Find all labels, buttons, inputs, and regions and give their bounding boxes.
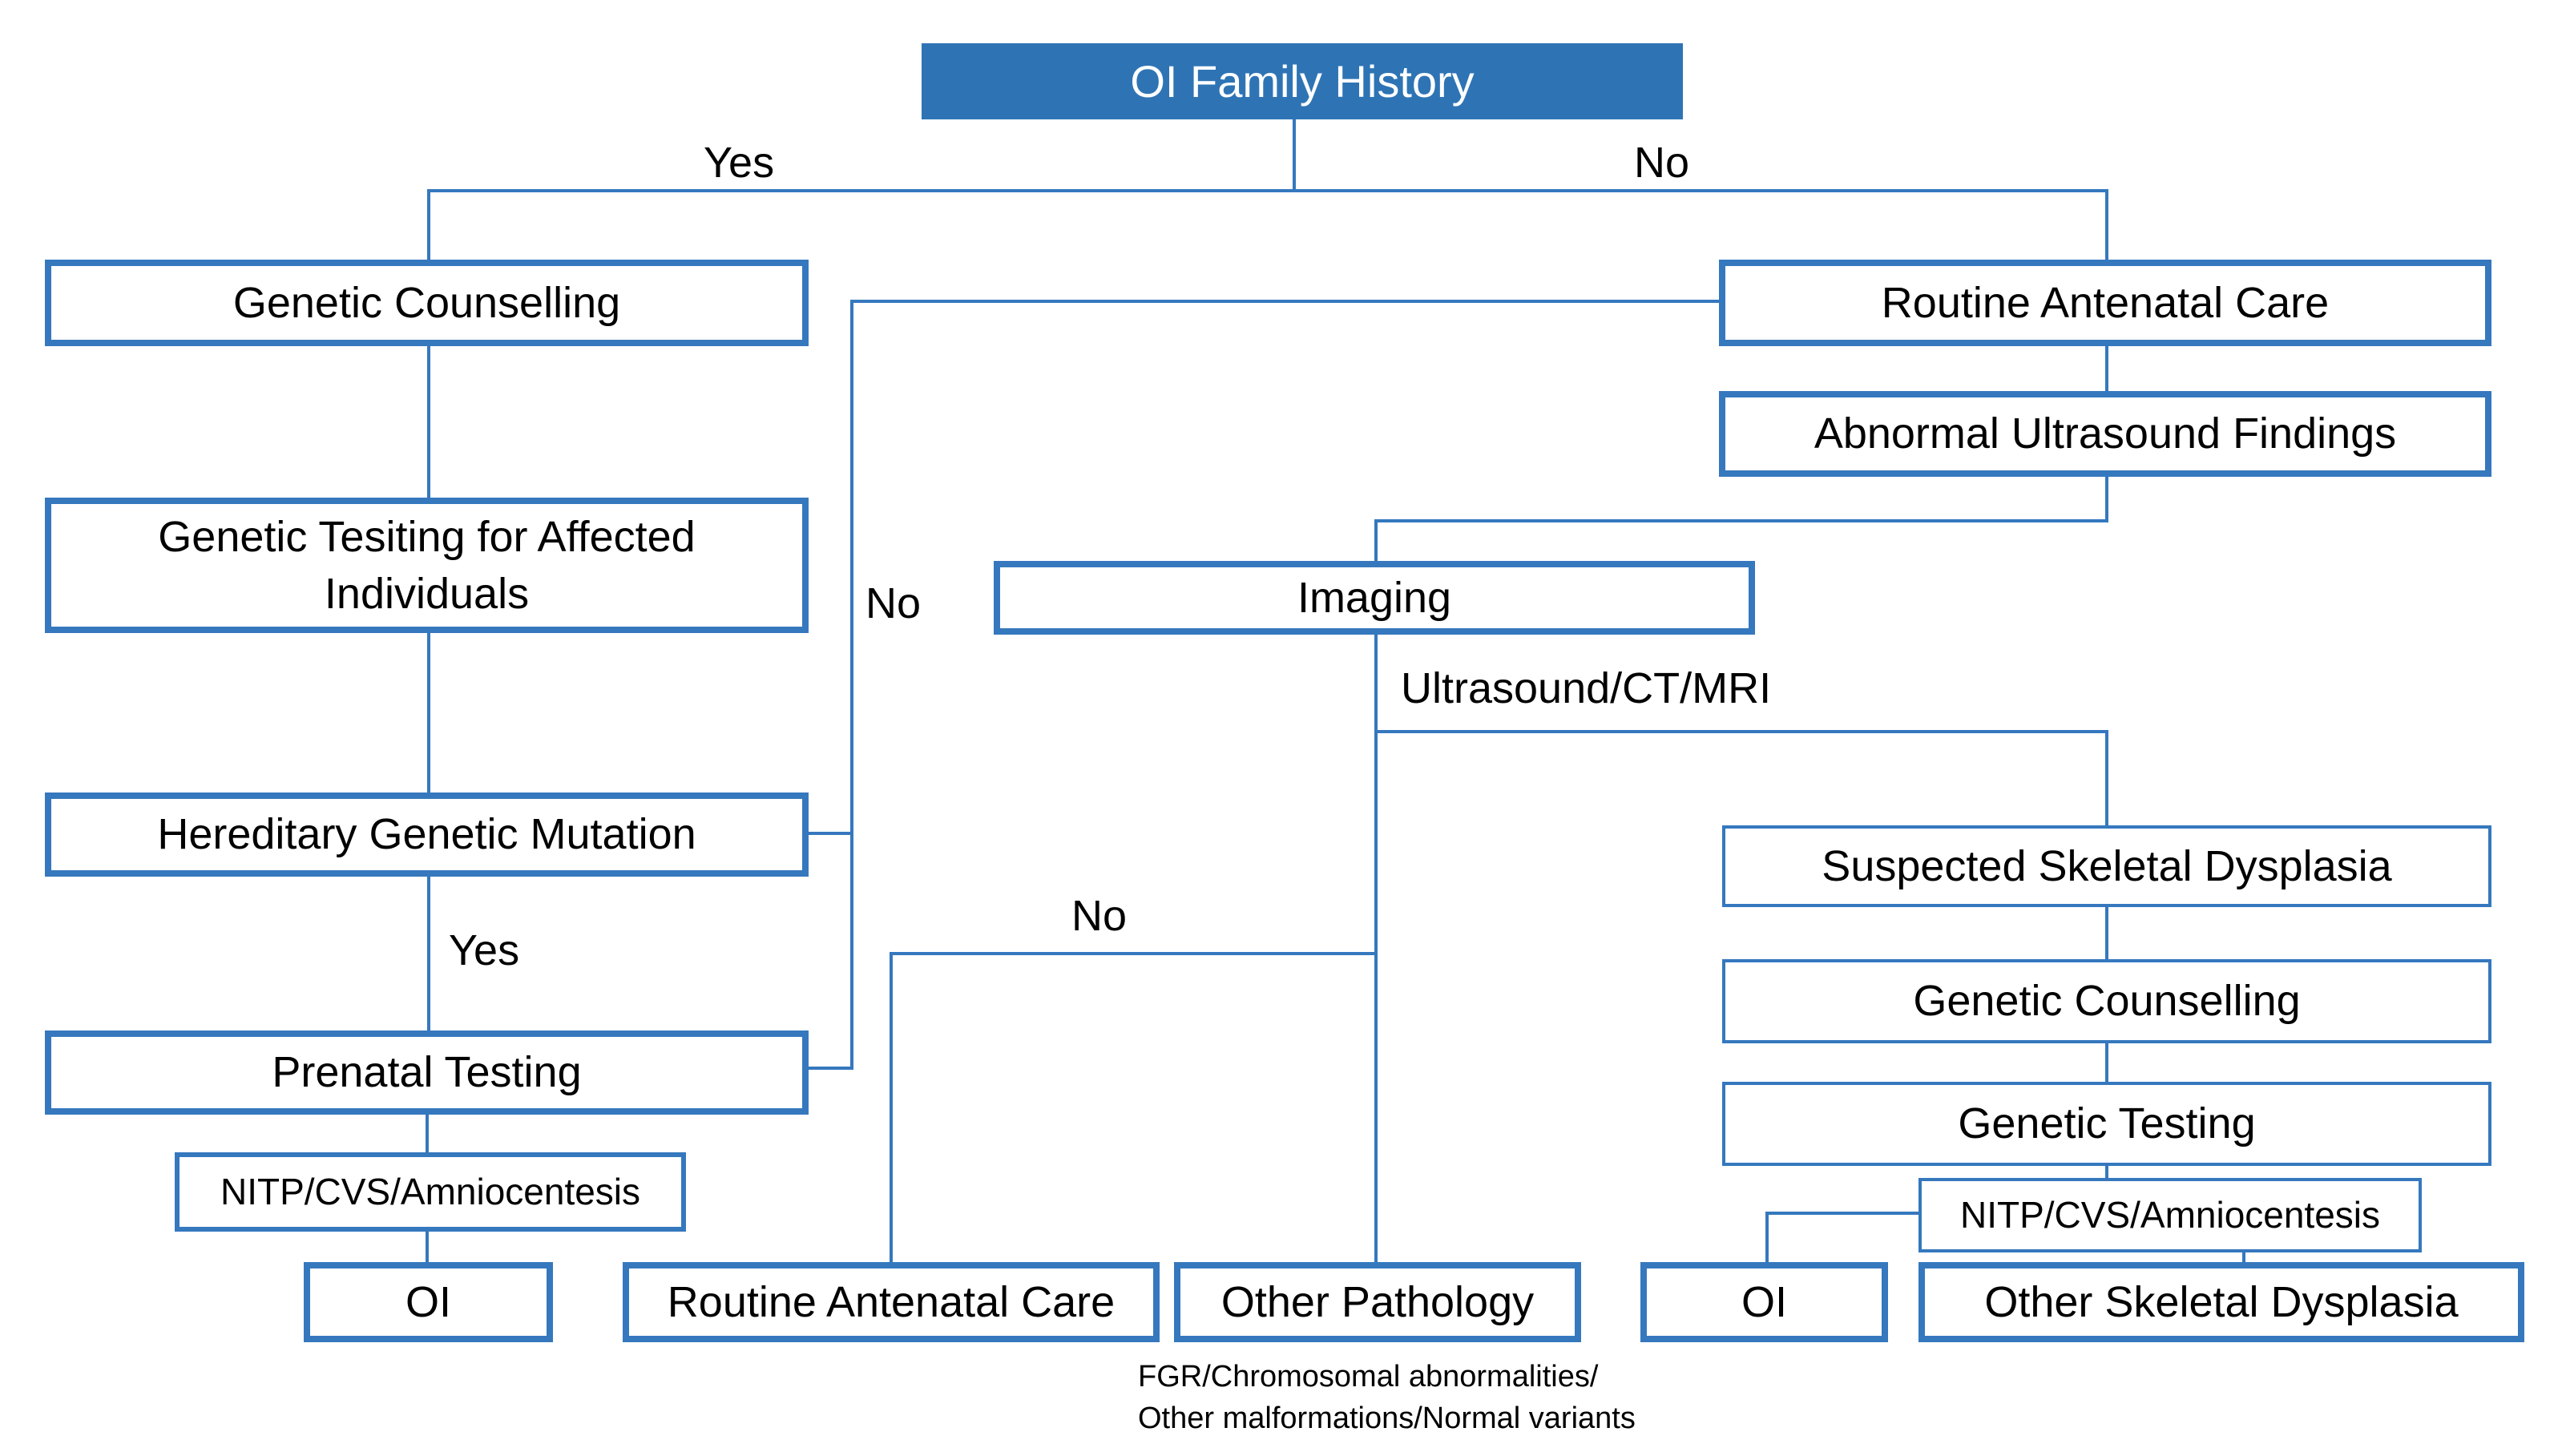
node-oi-left: OI xyxy=(304,1262,553,1342)
connector-rac-left-horizontal xyxy=(850,300,1719,303)
node-imaging: Imaging xyxy=(994,561,1755,635)
connector-ssd-to-gc xyxy=(2105,907,2108,959)
node-other-pathology: Other Pathology xyxy=(1174,1262,1581,1342)
node-hereditary-genetic-mutation: Hereditary Genetic Mutation xyxy=(45,793,809,877)
connector-no-feedback-vertical xyxy=(850,300,853,1070)
connector-auf-to-imaging-horizontal xyxy=(1374,519,2108,522)
connector-imaging-top-stub xyxy=(1374,519,1378,561)
node-oi-family-history: OI Family History xyxy=(922,43,1683,119)
connector-pt-to-nitp xyxy=(426,1115,429,1152)
connector-yes-branch-down xyxy=(427,189,430,260)
node-suspected-skeletal-dysplasia: Suspected Skeletal Dysplasia xyxy=(1722,825,2491,907)
node-genetic-testing-right: Genetic Testing xyxy=(1722,1082,2491,1166)
connector-gt-to-hgm xyxy=(427,633,430,793)
node-nitp-right: NITP/CVS/Amniocentesis xyxy=(1918,1178,2422,1252)
connector-nitp-left-stub xyxy=(1765,1212,1918,1215)
label-yes-top: Yes xyxy=(704,139,775,187)
connector-no-branch-down xyxy=(2105,189,2108,260)
node-other-skeletal-dysplasia: Other Skeletal Dysplasia xyxy=(1918,1262,2524,1342)
connector-no-left-branch xyxy=(890,952,1374,955)
label-no-feedback: No xyxy=(865,579,922,627)
connector-gt-to-nitp-right xyxy=(2105,1166,2108,1178)
connector-to-oi-right xyxy=(1765,1212,1769,1262)
other-pathology-note: FGR/Chromosomal abnormalities/ Other mal… xyxy=(1138,1356,1636,1439)
node-nitp-left: NITP/CVS/Amniocentesis xyxy=(175,1152,686,1232)
label-yes-left: Yes xyxy=(449,926,520,974)
connector-imaging-down xyxy=(1374,635,1378,1262)
other-pathology-note-line2: Other malformations/Normal variants xyxy=(1138,1402,1636,1435)
connector-pt-right-stub xyxy=(809,1067,850,1070)
label-no-center: No xyxy=(1071,892,1128,940)
node-abnormal-ultrasound-findings: Abnormal Ultrasound Findings xyxy=(1719,391,2491,477)
node-genetic-testing-affected: Genetic Tesiting for Affected Individual… xyxy=(45,498,809,633)
connector-hgm-to-pt xyxy=(427,877,430,1030)
node-routine-antenatal-care-bottom: Routine Antenatal Care xyxy=(623,1262,1160,1342)
connector-yes-no-split xyxy=(427,189,2108,192)
node-genetic-counselling-left: Genetic Counselling xyxy=(45,260,809,346)
connector-title-down xyxy=(1293,119,1296,191)
connector-hgm-right-stub xyxy=(809,832,850,835)
connector-gc-to-gt xyxy=(427,346,430,498)
other-pathology-note-line1: FGR/Chromosomal abnormalities/ xyxy=(1138,1360,1599,1393)
connector-modalities-right-branch xyxy=(1374,730,2108,733)
connector-gc-to-gt-right xyxy=(2105,1043,2108,1082)
connector-to-osd xyxy=(2242,1252,2245,1262)
connector-nitp-to-oi xyxy=(426,1232,429,1262)
node-routine-antenatal-care-top: Routine Antenatal Care xyxy=(1719,260,2491,346)
connector-to-ssd xyxy=(2105,730,2108,825)
connector-rac-to-auf xyxy=(2105,346,2108,391)
label-imaging-modalities: Ultrasound/CT/MRI xyxy=(1401,664,1772,712)
node-oi-right: OI xyxy=(1640,1262,1888,1342)
connector-auf-down xyxy=(2105,477,2108,519)
node-genetic-counselling-right: Genetic Counselling xyxy=(1722,959,2491,1043)
node-prenatal-testing: Prenatal Testing xyxy=(45,1030,809,1115)
label-no-top: No xyxy=(1634,139,1690,187)
connector-to-rac-bottom xyxy=(890,952,893,1262)
